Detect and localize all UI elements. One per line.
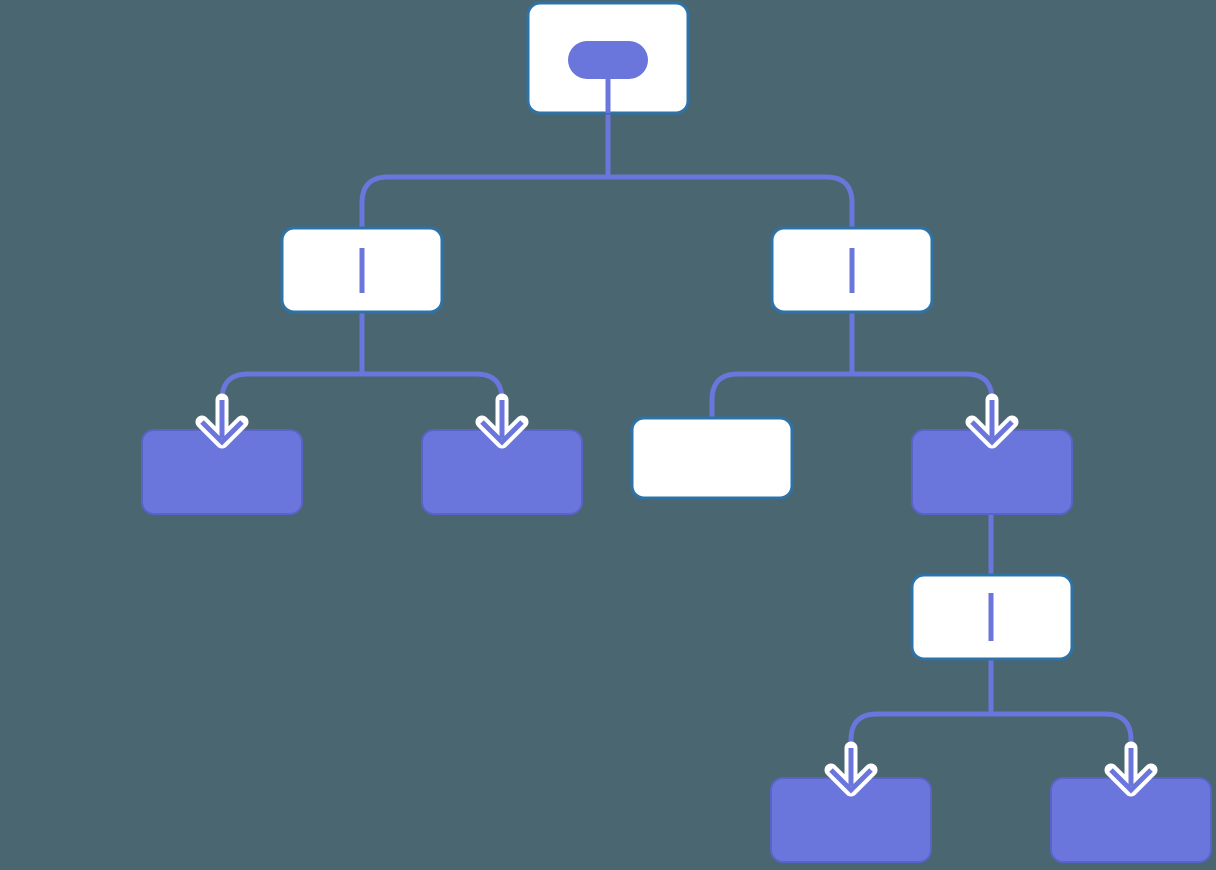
connector-l3-to-l4a: [848, 659, 994, 778]
arrowhead-to-l2b: [482, 400, 522, 442]
arrowhead-to-l2d: [972, 400, 1012, 442]
node-root[interactable]: [526, 1, 690, 115]
connectors-layer: [219, 113, 1134, 778]
node-l1-right[interactable]: [770, 226, 934, 314]
node-l2-c[interactable]: [630, 416, 794, 500]
arrowhead-to-l4a: [831, 748, 871, 790]
arrowhead-to-l4b: [1111, 748, 1151, 790]
nodes-layer: [141, 1, 1212, 863]
node-l3[interactable]: [910, 573, 1074, 661]
connector-root-to-l1-right: [605, 113, 855, 312]
connector-l3-to-l4b: [991, 711, 1134, 778]
arrowhead-to-l2a: [202, 400, 242, 442]
node-l1-left[interactable]: [280, 226, 444, 314]
node-l2-c-box[interactable]: [630, 416, 794, 500]
connector-l1left-to-l2a: [219, 312, 365, 430]
connector-l1right-to-l2c: [709, 312, 855, 418]
